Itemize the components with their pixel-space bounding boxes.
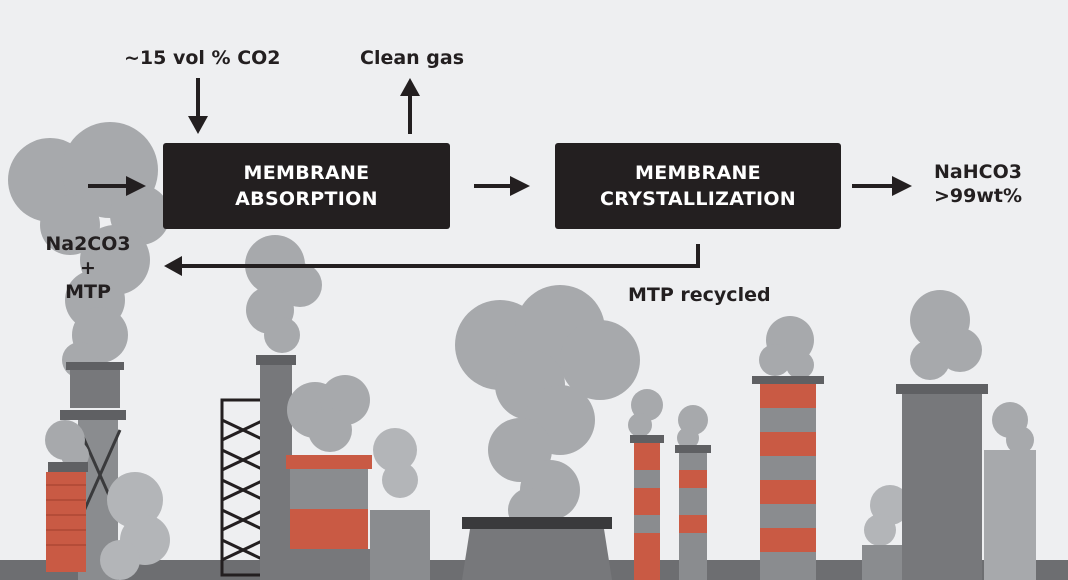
- mtp-recycled-label: MTP recycled: [628, 284, 771, 306]
- small-gray-block: [370, 510, 430, 580]
- feed-label: Na2CO3 + MTP: [40, 232, 136, 304]
- crystallization-line1: MEMBRANE: [635, 162, 761, 184]
- thin-stack-1: [628, 389, 664, 580]
- feed-line3: MTP: [65, 281, 111, 303]
- brick-stack: [45, 420, 89, 572]
- center-cooling-tower: [462, 517, 612, 580]
- red-cooling-tower: [282, 375, 376, 580]
- arrow-absorption-to-crystallization: [474, 176, 530, 196]
- product-label: NaHCO3 >99wt%: [918, 160, 1038, 208]
- membrane-crystallization-box: MEMBRANE CRYSTALLIZATION: [555, 143, 841, 229]
- smoke-small-left: [100, 472, 170, 580]
- arrow-clean-gas-out: [400, 78, 420, 134]
- smoke-cloud-left: [8, 122, 170, 378]
- tall-gray-stack: [245, 235, 322, 580]
- feed-line2: +: [80, 257, 96, 279]
- arrow-feed-in: [88, 176, 146, 196]
- lattice-tower: [220, 398, 266, 577]
- crystallization-line2: CRYSTALLIZATION: [599, 188, 797, 210]
- smoke-mid-left: [373, 428, 418, 498]
- right-stacks: [896, 290, 1036, 580]
- membrane-absorption-box: MEMBRANE ABSORPTION: [163, 143, 450, 229]
- feed-line1: Na2CO3: [45, 233, 131, 255]
- absorption-line2: ABSORPTION: [235, 188, 378, 210]
- arrow-recycle: [164, 244, 700, 276]
- co2-input-label: ~15 vol % CO2: [124, 47, 281, 69]
- smoke-cloud-center: [455, 285, 640, 532]
- striped-chimney: [752, 316, 824, 580]
- arrow-product-out: [852, 176, 912, 196]
- product-line1: NaHCO3: [934, 161, 1022, 183]
- process-arrows: [88, 78, 912, 276]
- product-line2: >99wt%: [933, 185, 1023, 207]
- absorption-line1: MEMBRANE: [243, 162, 370, 184]
- arrow-co2-in: [188, 78, 208, 134]
- thin-stack-2: [675, 405, 711, 580]
- smoke-small-right: [864, 485, 910, 546]
- clean-gas-label: Clean gas: [360, 47, 465, 69]
